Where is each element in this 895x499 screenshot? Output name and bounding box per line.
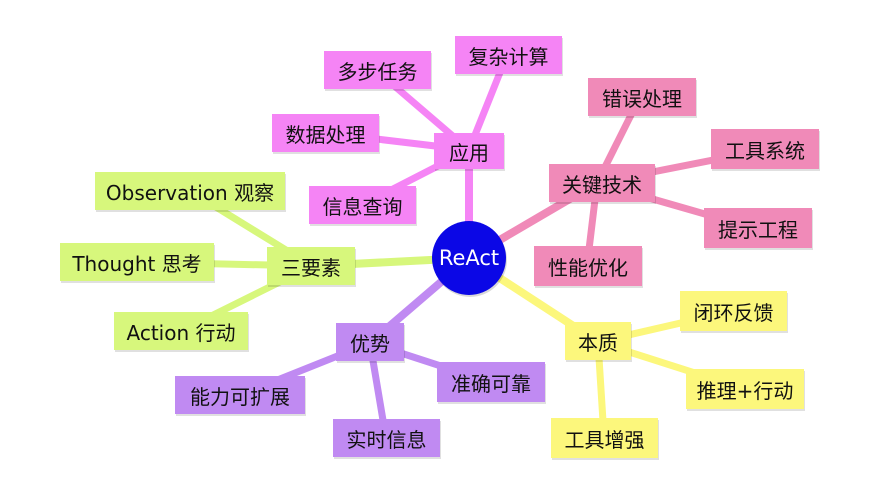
node-data-processing-label: 数据处理 <box>285 122 366 147</box>
node-realtime-info: 实时信息 <box>333 419 440 457</box>
node-reason-act-label: 推理+行动 <box>696 378 794 403</box>
node-performance: 性能优化 <box>534 246 642 286</box>
node-thought-label: Thought 思考 <box>72 251 202 276</box>
branch-elements: 三要素 <box>267 247 355 285</box>
node-info-query-label: 信息查询 <box>322 194 403 219</box>
node-accurate: 准确可靠 <box>437 362 545 402</box>
branch-tech-label: 关键技术 <box>562 172 642 197</box>
node-performance-label: 性能优化 <box>548 255 628 280</box>
node-closed-loop-label: 闭环反馈 <box>693 300 774 325</box>
node-observation-label: Observation 观察 <box>105 180 275 205</box>
center-node: ReAct <box>432 221 506 295</box>
node-accurate-label: 准确可靠 <box>451 371 531 396</box>
node-error-handling: 错误处理 <box>588 78 696 116</box>
branch-advantages: 优势 <box>336 323 404 361</box>
node-prompt-engineering: 提示工程 <box>704 208 812 248</box>
node-observation: Observation 观察 <box>95 172 285 210</box>
node-info-query: 信息查询 <box>309 186 416 224</box>
node-thought: Thought 思考 <box>60 243 214 281</box>
node-tool-augmented: 工具增强 <box>551 418 658 458</box>
node-realtime-info-label: 实时信息 <box>346 427 427 452</box>
node-reason-act: 推理+行动 <box>686 369 804 409</box>
branch-essence-label: 本质 <box>578 330 618 355</box>
branch-app-label: 应用 <box>449 140 489 165</box>
node-complex-calc-label: 复杂计算 <box>468 44 549 69</box>
node-scalable-label: 能力可扩展 <box>190 384 290 409</box>
branch-essence: 本质 <box>565 322 631 360</box>
node-tool-system: 工具系统 <box>711 129 819 169</box>
node-action: Action 行动 <box>114 312 248 350</box>
branch-tech: 关键技术 <box>549 164 655 202</box>
node-multistep: 多步任务 <box>324 51 431 89</box>
node-action-label: Action 行动 <box>126 320 236 345</box>
node-data-processing: 数据处理 <box>272 114 379 152</box>
node-complex-calc: 复杂计算 <box>455 36 562 74</box>
node-prompt-engineering-label: 提示工程 <box>718 217 798 242</box>
node-tool-system-label: 工具系统 <box>725 138 805 163</box>
node-closed-loop: 闭环反馈 <box>680 291 787 331</box>
node-multistep-label: 多步任务 <box>337 59 418 84</box>
node-error-handling-label: 错误处理 <box>602 86 682 111</box>
node-scalable: 能力可扩展 <box>175 376 305 414</box>
node-tool-augmented-label: 工具增强 <box>564 427 645 452</box>
branch-app: 应用 <box>434 133 504 169</box>
branch-elements-label: 三要素 <box>281 255 341 280</box>
center-label: ReAct <box>438 246 500 270</box>
branch-advantages-label: 优势 <box>350 331 390 356</box>
